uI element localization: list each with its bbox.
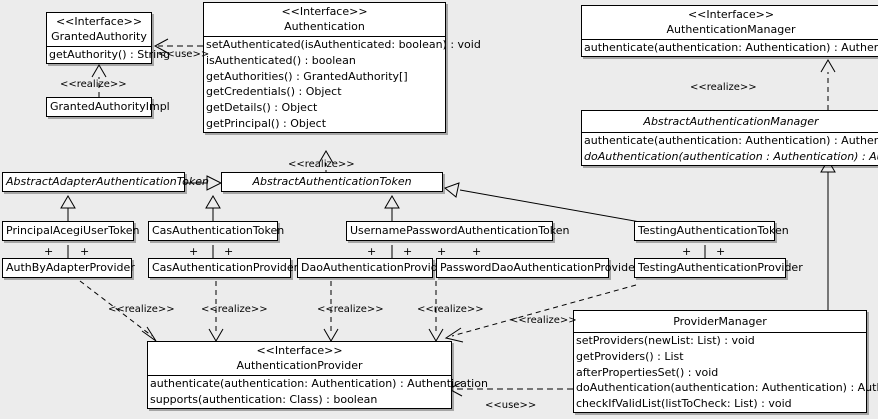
- operation: getPrincipal() : Object: [206, 116, 327, 130]
- class-box-username-password-authentication-token[interactable]: UsernamePasswordAuthenticationToken: [346, 221, 570, 241]
- assoc-plus: +: [224, 245, 234, 258]
- operation: authenticate(authentication: Authenticat…: [150, 377, 488, 390]
- class-name: GrantedAuthorityImpl: [50, 100, 170, 113]
- operation: authenticate(authentication: Authenticat…: [584, 41, 878, 54]
- edge-label-realize-grantedauthorityimpl: <<realize>>: [60, 79, 127, 90]
- operation: supports(authentication: Class) : boolea…: [150, 392, 378, 406]
- class-name: AbstractAdapterAuthenticationToken: [6, 175, 209, 188]
- class-name: GrantedAuthority: [51, 30, 147, 43]
- operation: getCredentials() : Object: [206, 85, 342, 99]
- assoc-plus: +: [716, 245, 726, 258]
- compartment-divider: [204, 36, 445, 37]
- class-box-cas-authentication-token[interactable]: CasAuthenticationToken: [148, 221, 285, 241]
- class-box-cas-authentication-provider[interactable]: CasAuthenticationProvider: [148, 258, 299, 278]
- compartment-divider: [47, 46, 151, 47]
- class-box-testing-authentication-provider[interactable]: TestingAuthenticationProvider: [634, 258, 803, 278]
- assoc-plus: +: [437, 245, 447, 258]
- class-box-abstract-authentication-token[interactable]: AbstractAuthenticationToken: [221, 172, 443, 192]
- class-name: DaoAuthenticationProvider: [301, 261, 449, 274]
- edge-label-realize-authbyadapter: <<realize>>: [108, 304, 175, 315]
- operations-compartment: setProviders(newList: List) : void getPr…: [574, 333, 878, 412]
- class-name: PasswordDaoAuthenticationProvider: [440, 261, 640, 274]
- class-header: ProviderManager: [574, 311, 866, 332]
- class-name: AuthByAdapterProvider: [6, 261, 135, 274]
- assoc-plus: +: [682, 245, 692, 258]
- operation: checkIfValidList(listToCheck: List) : vo…: [576, 397, 792, 411]
- class-header: <<Interface>> GrantedAuthority: [47, 13, 151, 46]
- class-name: AbstractAuthenticationToken: [252, 175, 412, 188]
- compartment-divider: [582, 39, 878, 40]
- operation: authenticate(authentication: Authenticat…: [584, 134, 878, 147]
- class-name: PrincipalAcegiUserToken: [6, 224, 140, 237]
- class-box-testing-authentication-token[interactable]: TestingAuthenticationToken: [634, 221, 789, 241]
- operation: getAuthority() : String: [49, 48, 171, 61]
- compartment-divider: [148, 375, 451, 376]
- assoc-plus: +: [403, 245, 413, 258]
- operation: setProviders(newList: List) : void: [576, 334, 755, 347]
- operation: getDetails() : Object: [206, 101, 318, 115]
- edge-label-realize-testing: <<realize>>: [510, 315, 577, 326]
- operations-compartment: authenticate(authentication: Authenticat…: [582, 133, 878, 165]
- class-box-password-dao-authentication-provider[interactable]: PasswordDaoAuthenticationProvider: [436, 258, 640, 278]
- class-name: UsernamePasswordAuthenticationToken: [350, 224, 570, 237]
- operation: getAuthorities() : GrantedAuthority[]: [206, 69, 408, 83]
- class-box-authentication-provider[interactable]: <<Interface>> AuthenticationProvider aut…: [147, 341, 488, 409]
- edge-label-realize-abstract-authentication-token: <<realize>>: [288, 159, 355, 170]
- class-box-abstract-authentication-manager[interactable]: AbstractAuthenticationManager authentica…: [581, 110, 878, 166]
- edge-label-realize-abstract-authentication-manager: <<realize>>: [690, 82, 757, 93]
- assoc-plus: +: [80, 245, 90, 258]
- class-box-authentication-manager[interactable]: <<Interface>> AuthenticationManager auth…: [581, 5, 878, 57]
- edge-label-realize-dao: <<realize>>: [317, 304, 384, 315]
- stereotype-label: <<Interface>>: [687, 8, 775, 21]
- assoc-plus: +: [189, 245, 199, 258]
- class-box-granted-authority[interactable]: <<Interface>> GrantedAuthority getAuthor…: [46, 12, 171, 64]
- stereotype-label: <<Interface>>: [55, 15, 143, 28]
- operation: isAuthenticated() : boolean: [206, 53, 356, 67]
- class-box-principal-acegi-user-token[interactable]: PrincipalAcegiUserToken: [2, 221, 140, 241]
- edge-label-realize-passworddao: <<realize>>: [417, 304, 484, 315]
- edge-label-realize-cas: <<realize>>: [201, 304, 268, 315]
- edge-label-use-authentication: <<use>>: [158, 49, 210, 60]
- class-name: TestingAuthenticationToken: [638, 224, 789, 237]
- compartment-divider: [582, 132, 878, 133]
- class-name: CasAuthenticationProvider: [152, 261, 299, 274]
- class-box-auth-by-adapter-provider[interactable]: AuthByAdapterProvider: [2, 258, 135, 278]
- class-box-authentication[interactable]: <<Interface>> Authentication setAuthenti…: [203, 2, 481, 133]
- operation: getProviders() : List: [576, 349, 684, 363]
- operations-compartment: authenticate(authentication: Authenticat…: [148, 376, 488, 408]
- class-name: Authentication: [284, 20, 365, 33]
- class-header: <<Interface>> AuthenticationManager: [582, 6, 878, 39]
- class-name: ProviderManager: [673, 315, 767, 328]
- operations-compartment: setAuthenticated(isAuthenticated: boolea…: [204, 37, 481, 132]
- class-box-dao-authentication-provider[interactable]: DaoAuthenticationProvider: [297, 258, 449, 278]
- class-box-provider-manager[interactable]: ProviderManager setProviders(newList: Li…: [573, 310, 878, 413]
- class-box-abstract-adapter-authentication-token[interactable]: AbstractAdapterAuthenticationToken: [2, 172, 209, 192]
- operation: afterPropertiesSet() : void: [576, 365, 719, 379]
- class-header: AbstractAuthenticationManager: [582, 111, 878, 132]
- class-name: AuthenticationManager: [666, 23, 796, 36]
- operation: doAuthentication(authentication : Authen…: [584, 149, 878, 163]
- class-name: TestingAuthenticationProvider: [638, 261, 803, 274]
- assoc-plus: +: [367, 245, 377, 258]
- operation: setAuthenticated(isAuthenticated: boolea…: [206, 38, 481, 51]
- operations-compartment: authenticate(authentication: Authenticat…: [582, 40, 878, 56]
- assoc-plus: +: [44, 245, 54, 258]
- class-name: AbstractAuthenticationManager: [643, 115, 819, 128]
- class-box-granted-authority-impl[interactable]: GrantedAuthorityImpl: [46, 97, 170, 117]
- compartment-divider: [574, 332, 866, 333]
- class-header: <<Interface>> AuthenticationProvider: [148, 342, 451, 375]
- stereotype-label: <<Interface>>: [256, 344, 343, 357]
- class-header: <<Interface>> Authentication: [204, 3, 445, 36]
- class-name: CasAuthenticationToken: [152, 224, 285, 237]
- class-name: AuthenticationProvider: [236, 359, 363, 372]
- operations-compartment: getAuthority() : String: [47, 47, 171, 63]
- operation: doAuthentication(authentication: Authent…: [576, 381, 878, 395]
- assoc-plus: +: [472, 245, 482, 258]
- edge-label-use-providermanager: <<use>>: [485, 400, 537, 411]
- stereotype-label: <<Interface>>: [281, 5, 368, 18]
